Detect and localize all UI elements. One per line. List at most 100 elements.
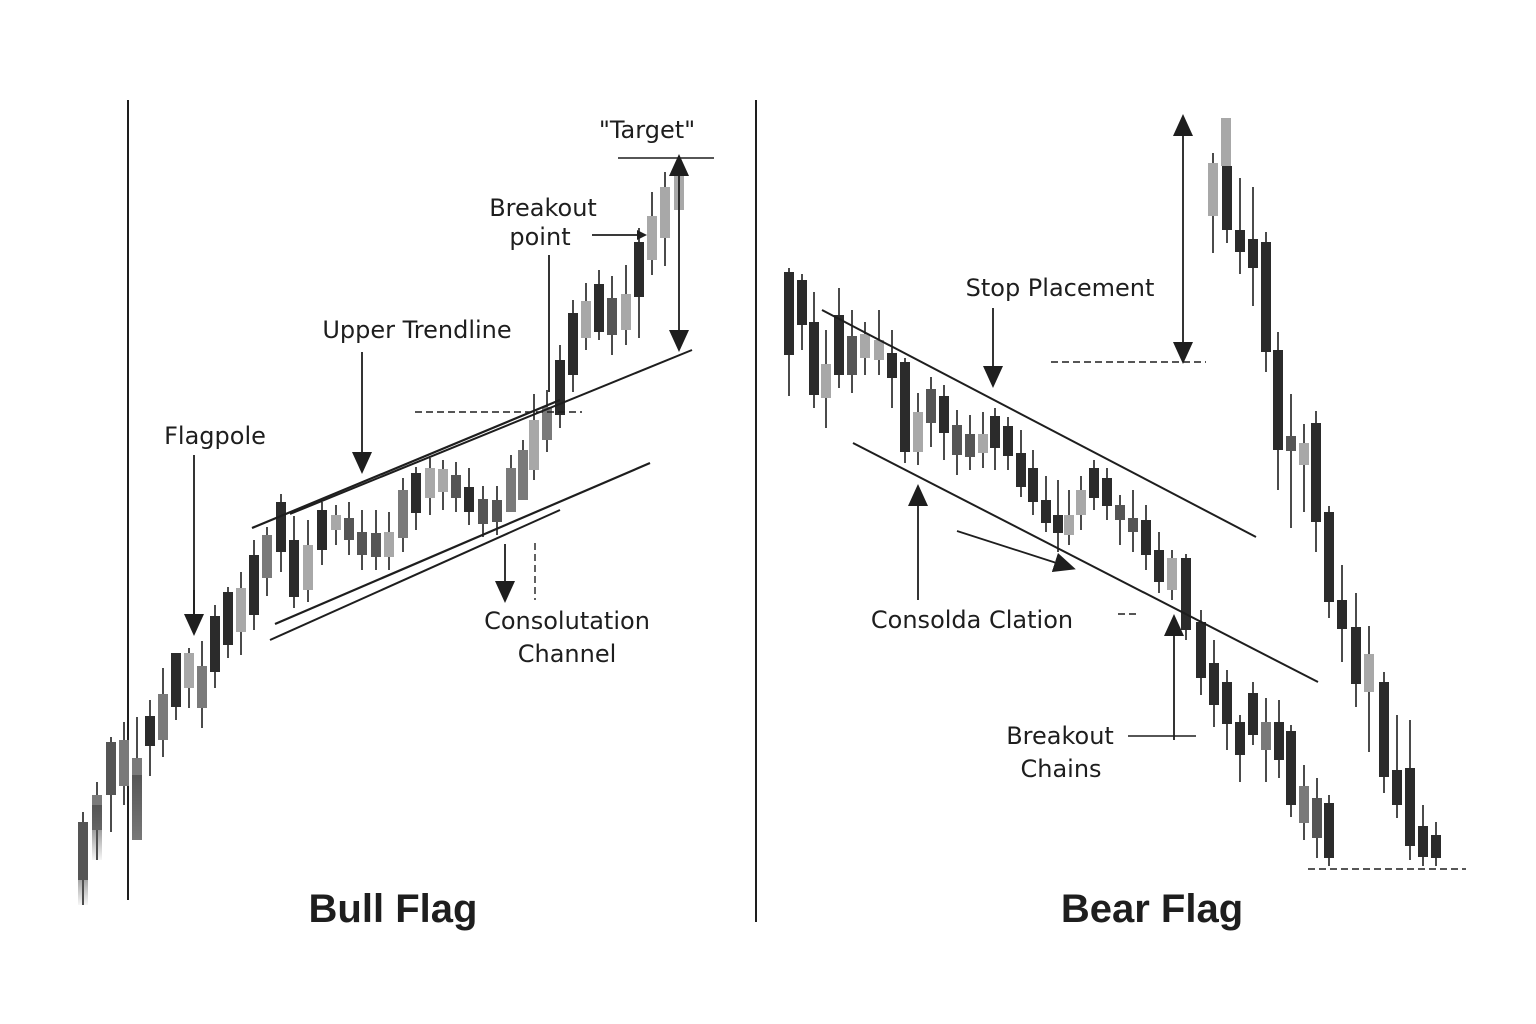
candlestick xyxy=(1261,232,1271,372)
candlestick xyxy=(451,462,461,512)
candlestick xyxy=(1261,698,1271,782)
candlestick xyxy=(542,390,552,452)
candlestick xyxy=(492,486,502,535)
candlestick xyxy=(990,408,1000,470)
bull-upper-trendline-b xyxy=(289,349,693,515)
candlestick xyxy=(1337,565,1347,662)
candlestick xyxy=(784,268,794,396)
candlestick xyxy=(594,270,604,340)
candlestick xyxy=(438,460,448,510)
candlestick xyxy=(171,653,181,720)
candlestick xyxy=(797,274,807,350)
bull-upper-trendline-a xyxy=(251,398,561,530)
candlestick xyxy=(1273,332,1283,490)
candlestick xyxy=(1311,411,1321,552)
candlestick xyxy=(518,440,528,500)
candlestick xyxy=(1299,765,1309,840)
bear-flag-title: Bear Flag xyxy=(1061,887,1243,931)
candlestick xyxy=(276,494,286,572)
candlestick xyxy=(262,527,272,596)
candlestick xyxy=(197,641,207,728)
candlestick xyxy=(1324,795,1334,866)
candlestick xyxy=(158,668,168,757)
candlestick xyxy=(398,478,408,552)
candlestick xyxy=(834,288,844,388)
candlestick xyxy=(357,510,367,570)
candlestick xyxy=(809,292,819,408)
candlestick xyxy=(1128,490,1138,552)
breakout-chains-label-line2: Chains xyxy=(1020,755,1101,783)
bull-flag-candlesticks xyxy=(78,166,684,905)
candlestick xyxy=(478,486,488,537)
consolidation-diagonal-arrow-icon xyxy=(956,530,1076,573)
candlestick xyxy=(1364,626,1374,752)
flagpole-label: Flagpole xyxy=(164,422,266,450)
candlestick xyxy=(660,172,670,266)
candlestick xyxy=(1312,778,1322,858)
candlestick xyxy=(634,228,644,338)
bull-lower-channel-b xyxy=(269,509,561,641)
candlestick xyxy=(506,455,516,512)
candlestick xyxy=(939,385,949,460)
upper-trendline-label: Upper Trendline xyxy=(322,316,511,344)
candlestick xyxy=(1076,476,1086,530)
candlestick xyxy=(1351,593,1361,707)
consolidation-label: Consolda Clation xyxy=(871,606,1073,634)
breakout-point-label-line2: point xyxy=(509,223,570,251)
candlestick xyxy=(1299,424,1309,512)
candlestick xyxy=(607,276,617,355)
candlestick xyxy=(236,572,246,655)
bear-flag-candlesticks xyxy=(784,118,1441,866)
candlestick xyxy=(1274,700,1284,778)
candlestick xyxy=(1431,822,1441,866)
candlestick xyxy=(1248,187,1258,306)
dashed-levels-group xyxy=(415,361,1466,870)
candlestick xyxy=(1115,495,1125,545)
candlestick xyxy=(303,520,313,602)
candlestick xyxy=(1064,490,1074,545)
candlestick xyxy=(1324,506,1334,618)
candlestick xyxy=(1379,672,1389,793)
candlestick xyxy=(317,502,327,565)
candlestick xyxy=(874,310,884,375)
bear-lower-trendline xyxy=(852,442,1319,683)
candlestick xyxy=(621,265,631,345)
breakout-chains-label-line1: Breakout xyxy=(1006,722,1114,750)
target-label: "Target" xyxy=(599,116,695,144)
bull-flag-title: Bull Flag xyxy=(309,887,478,931)
consolidation-channel-label-line1: Consolutation xyxy=(484,607,650,635)
candlestick xyxy=(411,467,421,530)
candlestick xyxy=(529,394,539,480)
candlestick xyxy=(978,412,988,468)
annotation-arrows-group xyxy=(184,114,1193,740)
candlestick xyxy=(223,587,233,658)
candlestick xyxy=(900,358,910,463)
candlestick xyxy=(1221,118,1231,166)
candlestick xyxy=(952,410,962,475)
candlestick xyxy=(1235,178,1245,274)
candlestick xyxy=(568,300,578,392)
candlestick xyxy=(425,458,435,515)
candlestick xyxy=(965,415,975,470)
candlestick xyxy=(184,648,194,708)
candlestick xyxy=(119,722,129,805)
candlestick xyxy=(249,540,259,630)
candlestick xyxy=(371,510,381,570)
candlestick xyxy=(331,505,341,545)
candlestick xyxy=(1222,166,1232,243)
stop-placement-label: Stop Placement xyxy=(966,274,1155,302)
bear-upper-trendline xyxy=(821,309,1257,538)
candlestick xyxy=(1016,430,1026,497)
candlestick xyxy=(821,330,831,428)
faded-candle-tail xyxy=(78,855,88,905)
candlestick xyxy=(1141,505,1151,570)
candlestick xyxy=(1154,532,1164,593)
candlestick xyxy=(1089,460,1099,510)
candlestick xyxy=(913,393,923,465)
candlestick xyxy=(464,468,474,525)
candlestick xyxy=(1208,153,1218,253)
bull-lower-channel-a xyxy=(274,461,651,626)
candlestick xyxy=(1028,450,1038,515)
